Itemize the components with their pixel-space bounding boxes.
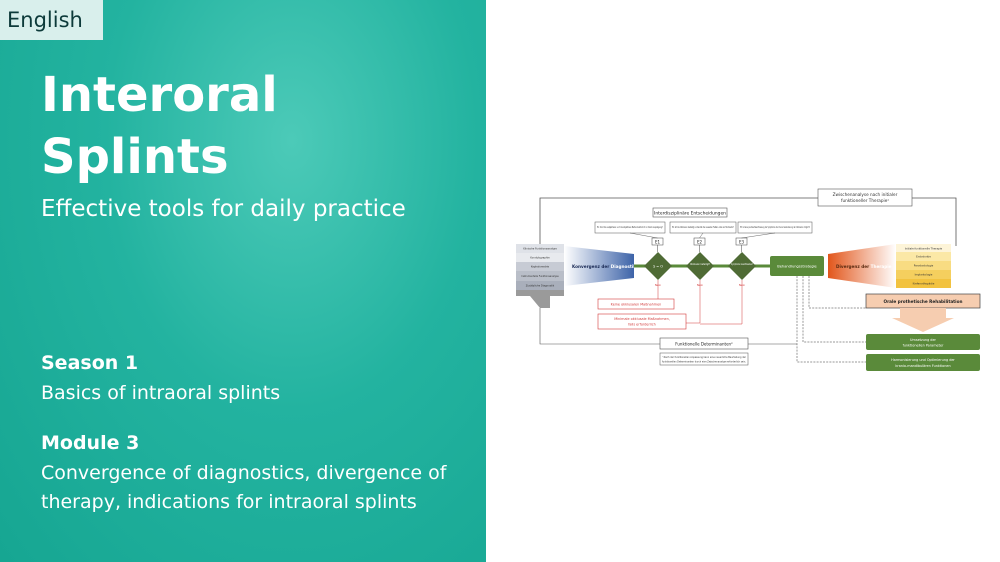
therapy-stack [896,244,951,288]
question-1-text: E1: Sind die subjektiven und die objekti… [597,226,663,229]
convergence-label-a: Konvergenz der [572,264,611,269]
title-line-1: Interoral [41,67,278,123]
footnote-box [659,352,749,366]
module-text-line-2: therapy, indications for intraoral splin… [41,491,417,513]
therapy-header: Initiale funktionelle Therapie [905,247,943,251]
workflow-diagram: Zwischenanalyse nach initialer funktione… [516,188,981,371]
footnote-line-1: ² Nach der funktionellen Anpassung kann … [662,356,746,359]
e3-label: E3 [739,240,745,245]
rehabilitation-label: Orale prothetische Rehabilitation [884,299,963,304]
harmonization-line-1: Harmonisierung und Optimierung der [891,358,955,362]
divergence-label-b: Therapie [871,264,892,269]
dashed-connectors [796,276,866,363]
no-occlusal-label: Keine okklusalen Maßnahmen [611,303,662,307]
diag-item-2: Kephalometrie [531,265,550,269]
page-subtitle: Effective tools for daily practice [41,196,406,222]
top-note-line-2: funktioneller Therapie¹ [841,198,889,203]
convergence-label-b: Diagnostik [611,264,637,269]
feedback-loop [539,188,957,246]
season-heading: Season 1 [41,352,139,374]
decision-3-label: Symptome beeinflussbar? [731,263,754,266]
harmonization-line-2: kranio-mandibulären Funktionen [895,364,950,368]
min-occlusal-line-2: falls erforderlich [628,323,656,327]
treatment-strategy-box [770,256,824,276]
diag-item-4: Zusätzliche Diagnostik [526,284,555,288]
module-text-line-1: Convergence of diagnostics, divergence o… [41,462,447,484]
e2-label: E2 [697,240,703,245]
decision-diamond-2 [686,252,714,280]
interdisciplinary-label: Interdisziplinäre Entscheidungen [654,211,726,217]
determinants-connector [539,308,660,345]
top-note-line-1: Zwischenanalyse nach initialer [833,192,898,197]
functional-parameters-line-1: Umsetzung der [910,338,937,342]
diag-item-3: Instrumentelle Funktionsanalyse [521,275,559,278]
divergence-arrow [828,244,896,288]
footnote-line-2: funktionellen Determinanten durch eine Z… [662,361,746,364]
divergence-label-a: Divergenz der [836,264,871,269]
harmonization-box [866,354,980,371]
treatment-strategy-label: Behandlungsstrategie [777,265,817,269]
page-title: Interoral Splints [41,64,278,188]
decision-1-label: S = O [653,264,663,268]
convergence-arrow [564,246,634,286]
diagnostics-stack [516,244,564,308]
question-3-text: E3: Ist eine positive Beeinflussung der … [740,226,810,229]
title-panel [0,0,486,562]
divergence-label: Divergenz der Therapie [836,264,892,269]
title-line-2: Splints [41,129,229,185]
decision-2-label: Okklusion beteiligt? [690,263,711,266]
module-text: Convergence of diagnostics, divergence o… [41,459,471,517]
e1-label: E1 [655,240,661,245]
interdisciplinary-box [652,207,728,218]
rehabilitation-arrow [892,308,954,332]
question-2-text: E2: Ist die Okklusion beteiligt, erhande… [672,226,734,229]
convergence-label: Konvergenz der Diagnostik [572,264,636,269]
diag-item-1: Kondylographie [530,256,550,260]
determinants-box [659,337,749,350]
therapy-item-2: Implantologie [915,273,933,277]
module-heading: Module 3 [41,432,140,454]
language-button[interactable]: English [0,0,103,40]
season-text: Basics of intraoral splints [41,382,281,404]
therapy-item-0: Endodontie [916,255,931,259]
diag-item-0: Klinische Funktionsanalyse [523,247,557,251]
functional-parameters-line-2: funktionellen Parameter [903,344,944,348]
therapy-item-3: Kieferorthopädie [913,282,935,286]
therapy-item-1: Parodontologie [914,264,934,268]
decision-diamond-3 [728,252,756,280]
min-occlusal-line-1: Minimale okklusale Maßnahmen, [614,317,670,321]
decision-diamond-1 [644,252,672,280]
determinants-label: Funktionelle Determinanten² [675,342,733,347]
no-occlusal-box [597,298,675,310]
functional-parameters-box [866,334,980,350]
min-occlusal-box [597,313,687,330]
